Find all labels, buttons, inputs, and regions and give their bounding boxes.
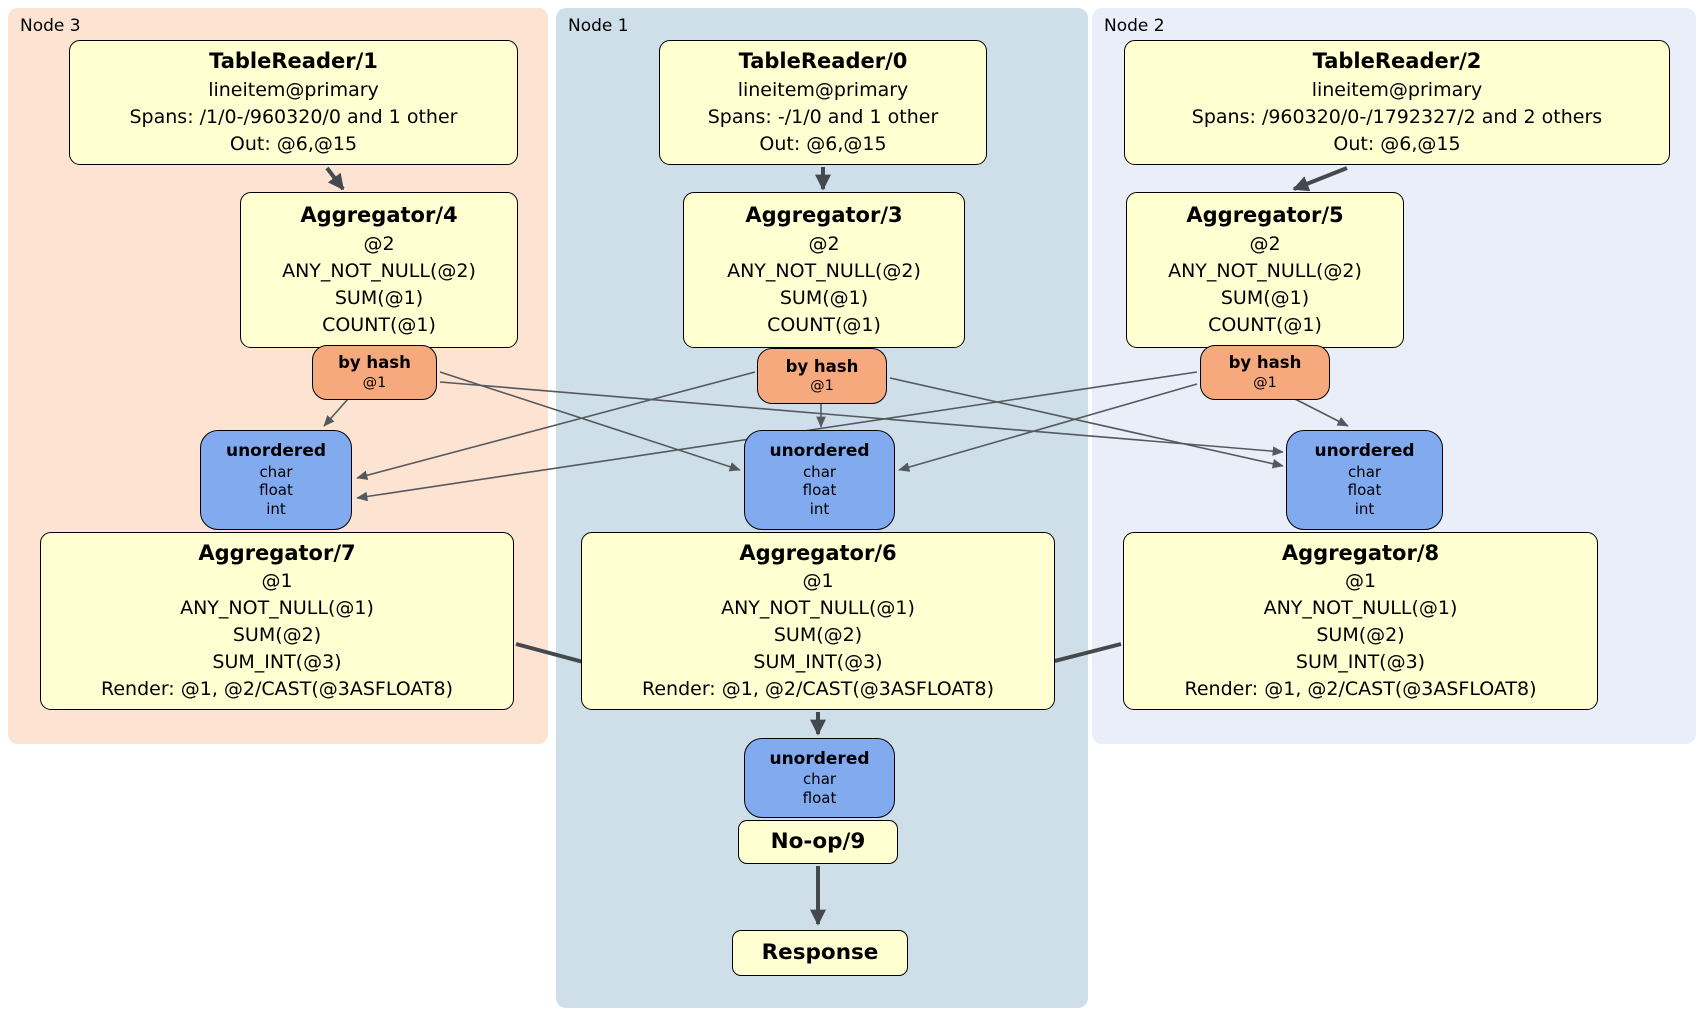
unordered-sync-node1-title: unordered xyxy=(769,441,870,462)
aggregator-4-box: Aggregator/4 @2 ANY_NOT_NULL(@2) SUM(@1)… xyxy=(240,192,518,348)
aggregator-7-title: Aggregator/7 xyxy=(198,540,356,565)
tablereader-2-out: Out: @6,@15 xyxy=(1333,132,1461,155)
sync-col: char xyxy=(1347,462,1382,481)
edge-router3-to-sync2 xyxy=(439,381,1284,456)
hash-router-node1-title: by hash xyxy=(785,356,859,376)
aggregator-7-fn: ANY_NOT_NULL(@1) xyxy=(180,597,374,620)
edge-tablereader2-to-aggregator5 xyxy=(1292,166,1348,192)
aggregator-5-fn: SUM(@1) xyxy=(1220,286,1310,309)
aggregator-8-fn: SUM_INT(@3) xyxy=(1295,651,1426,674)
sync-col: float xyxy=(1347,481,1382,500)
hash-router-node3: by hash @1 xyxy=(312,345,437,400)
unordered-sync-node2-title: unordered xyxy=(1314,441,1415,462)
aggregator-6-title: Aggregator/6 xyxy=(739,540,897,565)
aggregator-5-fn: COUNT(@1) xyxy=(1208,313,1322,336)
aggregator-8-fn: SUM(@2) xyxy=(1316,624,1405,647)
response-title: Response xyxy=(761,939,879,965)
edge-router2-to-sync1 xyxy=(898,383,1198,472)
aggregator-7-box: Aggregator/7 @1 ANY_NOT_NULL(@1) SUM(@2)… xyxy=(40,532,514,710)
aggregator-5-box: Aggregator/5 @2 ANY_NOT_NULL(@2) SUM(@1)… xyxy=(1126,192,1404,348)
tablereader-2-title: TableReader/2 xyxy=(1312,49,1482,74)
tablereader-1-title: TableReader/1 xyxy=(209,49,378,74)
tablereader-2-box: TableReader/2 lineitem@primary Spans: /9… xyxy=(1124,40,1670,165)
edge-tablereader1-to-aggregator4 xyxy=(325,166,345,191)
aggregator-3-group: @2 xyxy=(808,232,840,255)
unordered-sync-node1: unordered char float int xyxy=(744,430,895,530)
tablereader-2-spans: Spans: /960320/0-/1792327/2 and 2 others xyxy=(1191,105,1603,128)
unordered-sync-node3-title: unordered xyxy=(225,441,327,462)
hash-router-node1-key: @1 xyxy=(810,378,834,395)
tablereader-0-out: Out: @6,@15 xyxy=(759,132,887,155)
noop-title: No-op/9 xyxy=(770,828,866,854)
aggregator-4-fn: SUM(@1) xyxy=(334,286,424,309)
aggregator-6-fn: ANY_NOT_NULL(@1) xyxy=(721,597,915,620)
edge-router2-to-sync2 xyxy=(1294,398,1349,427)
node2-label: Node 2 xyxy=(1104,16,1165,36)
sync-col: int xyxy=(266,500,286,518)
hash-router-node2: by hash @1 xyxy=(1200,345,1330,400)
sync-col: char xyxy=(259,462,293,481)
aggregator-4-fn: COUNT(@1) xyxy=(322,313,436,336)
aggregator-3-box: Aggregator/3 @2 ANY_NOT_NULL(@2) SUM(@1)… xyxy=(683,192,965,348)
hash-router-node2-title: by hash xyxy=(1228,353,1302,373)
aggregator-8-box: Aggregator/8 @1 ANY_NOT_NULL(@1) SUM(@2)… xyxy=(1123,532,1598,710)
aggregator-6-group: @1 xyxy=(802,570,834,593)
tablereader-0-title: TableReader/0 xyxy=(738,49,908,74)
tablereader-2-index: lineitem@primary xyxy=(1311,78,1483,101)
aggregator-8-title: Aggregator/8 xyxy=(1281,540,1440,565)
sync-col: float xyxy=(259,481,293,500)
node3-label: Node 3 xyxy=(20,16,81,36)
aggregator-7-group: @1 xyxy=(261,570,293,593)
unordered-sync-final-title: unordered xyxy=(769,748,870,769)
edge-router1-to-sync3 xyxy=(356,371,756,480)
tablereader-0-index: lineitem@primary xyxy=(737,78,909,101)
tablereader-1-out: Out: @6,@15 xyxy=(229,132,358,155)
sync-col: float xyxy=(802,481,837,500)
aggregator-3-fn: SUM(@1) xyxy=(779,286,869,309)
sync-col: char xyxy=(802,462,837,481)
hash-router-node1: by hash @1 xyxy=(757,348,887,404)
tablereader-1-spans: Spans: /1/0-/960320/0 and 1 other xyxy=(129,105,458,128)
sync-col: float xyxy=(802,788,837,807)
hash-router-node3-title: by hash xyxy=(338,353,411,373)
aggregator-3-fn: ANY_NOT_NULL(@2) xyxy=(727,259,921,282)
aggregator-8-group: @1 xyxy=(1344,570,1377,593)
aggregator-4-group: @2 xyxy=(363,232,395,255)
aggregator-3-title: Aggregator/3 xyxy=(745,203,903,228)
aggregator-4-fn: ANY_NOT_NULL(@2) xyxy=(282,259,476,282)
hash-router-node3-key: @1 xyxy=(362,374,387,391)
aggregator-5-fn: ANY_NOT_NULL(@2) xyxy=(1168,259,1362,282)
aggregator-6-render: Render: @1, @2/CAST(@3ASFLOAT8) xyxy=(642,678,994,701)
aggregator-7-fn: SUM(@2) xyxy=(232,624,322,647)
unordered-sync-node3: unordered char float int xyxy=(200,430,352,530)
node1-label: Node 1 xyxy=(568,16,629,36)
sync-col: int xyxy=(809,500,830,518)
aggregator-6-fn: SUM(@2) xyxy=(773,624,863,647)
aggregator-8-fn: ANY_NOT_NULL(@1) xyxy=(1263,597,1458,620)
unordered-sync-node2: unordered char float int xyxy=(1286,430,1443,530)
edge-router3-to-sync1 xyxy=(439,371,741,472)
aggregator-5-title: Aggregator/5 xyxy=(1186,203,1344,228)
noop-box: No-op/9 xyxy=(738,820,898,864)
unordered-sync-final: unordered char float xyxy=(744,738,895,818)
aggregator-8-render: Render: @1, @2/CAST(@3ASFLOAT8) xyxy=(1184,678,1537,701)
hash-router-node2-key: @1 xyxy=(1253,374,1277,391)
response-box: Response xyxy=(732,930,908,976)
aggregator-7-render: Render: @1, @2/CAST(@3ASFLOAT8) xyxy=(101,678,453,701)
aggregator-6-box: Aggregator/6 @1 ANY_NOT_NULL(@1) SUM(@2)… xyxy=(581,532,1055,710)
tablereader-1-index: lineitem@primary xyxy=(208,78,379,101)
tablereader-0-spans: Spans: -/1/0 and 1 other xyxy=(707,105,939,128)
aggregator-6-fn: SUM_INT(@3) xyxy=(753,651,883,674)
edge-router3-to-sync3 xyxy=(323,398,349,427)
aggregator-5-group: @2 xyxy=(1249,232,1281,255)
aggregator-3-fn: COUNT(@1) xyxy=(767,313,881,336)
tablereader-1-box: TableReader/1 lineitem@primary Spans: /1… xyxy=(69,40,518,165)
tablereader-0-box: TableReader/0 lineitem@primary Spans: -/… xyxy=(659,40,987,165)
aggregator-7-fn: SUM_INT(@3) xyxy=(212,651,342,674)
edge-router1-to-sync2 xyxy=(889,377,1284,469)
aggregator-4-title: Aggregator/4 xyxy=(300,203,458,228)
sync-col: int xyxy=(1354,500,1375,518)
sync-col: char xyxy=(802,769,837,788)
